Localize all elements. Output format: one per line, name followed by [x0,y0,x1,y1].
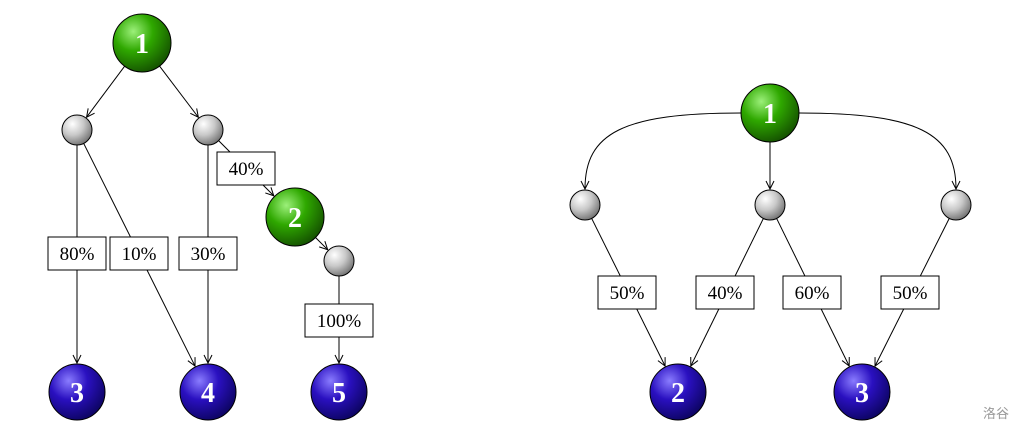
node-label: 3 [70,378,84,409]
watermark: 洛谷 [983,407,1010,422]
edge-label-text: 10% [122,244,157,265]
chance-node [323,245,355,277]
node-label: 5 [332,378,346,409]
start-node: 2 [265,187,325,247]
edge-arrow [798,112,956,189]
edge-label-text: 40% [708,283,743,304]
chance-node [940,189,972,221]
edge-probability-label: 50% [597,275,657,310]
edge-probability-label: 80% [47,236,107,271]
edge-probability-label: 50% [880,275,940,310]
node-label: 2 [671,378,685,409]
edge-arrow [159,65,199,117]
edge-probability-label: 100% [304,303,374,338]
edge-probability-label: 30% [178,236,238,271]
node-label: 1 [763,99,777,130]
chance-node [61,114,93,146]
node-label: 2 [288,203,302,234]
outcome-node: 5 [310,363,368,421]
edge-label-text: 50% [610,283,645,304]
edge-arrow [585,112,742,189]
edge-label-text: 50% [893,283,928,304]
edge-label-text: 100% [317,311,362,332]
edge-label-text: 80% [60,244,95,265]
edge-arrow [315,237,328,250]
chance-node [192,114,224,146]
chance-node [569,189,601,221]
edge-probability-label: 10% [109,236,169,271]
edge-label-text: 40% [229,159,264,180]
node-label: 3 [855,378,869,409]
outcome-node: 3 [833,363,891,421]
outcome-node: 2 [649,363,707,421]
edge-probability-label: 60% [782,275,842,310]
edge-label-text: 30% [191,244,226,265]
start-node: 1 [112,13,172,73]
edge-label-text: 60% [795,283,830,304]
edge-probability-label: 40% [216,151,276,186]
edge-probability-label: 40% [695,275,755,310]
outcome-node: 4 [179,363,237,421]
outcome-node: 3 [48,363,106,421]
start-node: 1 [740,83,800,143]
chance-node [754,189,786,221]
edge-arrow [87,65,126,117]
node-label: 1 [135,29,149,60]
node-label: 4 [201,378,215,409]
